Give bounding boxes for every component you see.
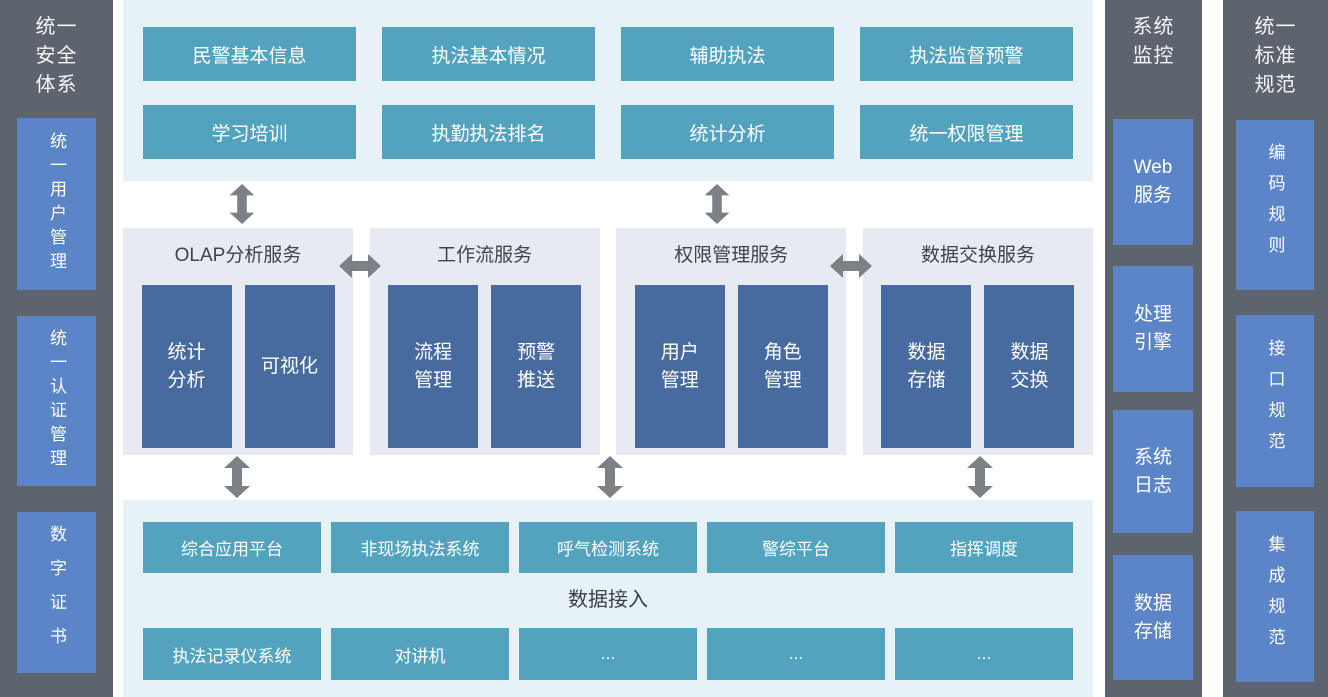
system-monitor-title: 系统 监控 — [1132, 16, 1175, 67]
source-box-police-platform: 警综平台 — [707, 522, 885, 573]
app-box-statistics-analysis: 统计分析 — [621, 105, 834, 159]
service-box-warning-push: 预警 推送 — [491, 285, 582, 448]
app-box-police-basic-info: 民警基本信息 — [143, 27, 356, 81]
app-box-permission-management: 统一权限管理 — [860, 105, 1073, 159]
app-box-supervision-warning: 执法监督预警 — [860, 27, 1073, 81]
app-box-duty-ranking: 执勤执法排名 — [382, 105, 595, 159]
security-sidebar: 统一 安全 体系 统一用户管理 统一认证管理 数字证书 — [0, 0, 113, 697]
security-item-digital-certificate: 数字证书 — [17, 512, 96, 673]
service-panel-title: 权限管理服务 — [674, 245, 789, 266]
security-item-label: 数字证书 — [47, 524, 66, 661]
service-panel-permission: 权限管理服务 用户 管理 角色 管理 — [616, 228, 847, 455]
standard-item-label: 编码规则 — [1265, 143, 1285, 267]
double-arrow-horizontal-icon — [830, 251, 872, 281]
source-box-ellipsis: ... — [707, 628, 885, 680]
double-arrow-horizontal-icon — [339, 251, 381, 281]
app-box-assisted-enforcement: 辅助执法 — [621, 27, 834, 81]
service-panel-title: OLAP分析服务 — [174, 245, 302, 266]
standard-item-interface-spec: 接口规范 — [1236, 315, 1314, 487]
service-box-visualization: 可视化 — [244, 285, 335, 448]
service-panel-boxes: 数据 存储 数据 交换 — [863, 285, 1093, 448]
source-box-ellipsis: ... — [895, 628, 1073, 680]
service-panel-title: 数据交换服务 — [920, 245, 1035, 266]
data-access-layer: 综合应用平台 非现场执法系统 呼气检测系统 警综平台 指挥调度 数据接入 执法记… — [123, 500, 1093, 697]
security-item-auth-management: 统一认证管理 — [17, 316, 96, 486]
service-box-role-management: 角色 管理 — [737, 285, 828, 448]
data-source-row-2: 执法记录仪系统 对讲机 ... ... ... — [143, 628, 1073, 680]
standards-sidebar: 统一 标准 规范 编码规则 接口规范 集成规范 — [1223, 0, 1328, 697]
service-box-process-management: 流程 管理 — [388, 285, 479, 448]
service-panel-boxes: 用户 管理 角色 管理 — [616, 285, 846, 448]
standard-item-label: 接口规范 — [1265, 339, 1285, 463]
application-row-1: 民警基本信息 执法基本情况 辅助执法 执法监督预警 — [143, 27, 1073, 81]
data-access-label: 数据接入 — [568, 589, 648, 611]
security-sidebar-title: 统一 安全 体系 — [35, 16, 78, 96]
monitor-item-processing-engine: 处理 引擎 — [1113, 266, 1193, 392]
service-box-data-exchange: 数据 交换 — [984, 285, 1075, 448]
source-box-ellipsis: ... — [519, 628, 697, 680]
source-box-breath-test: 呼气检测系统 — [519, 522, 697, 573]
app-box-learning-training: 学习培训 — [143, 105, 356, 159]
monitor-item-web-service: Web 服务 — [1113, 119, 1193, 245]
source-box-body-camera: 执法记录仪系统 — [143, 628, 321, 680]
standards-title: 统一 标准 规范 — [1254, 16, 1297, 96]
source-box-walkie-talkie: 对讲机 — [331, 628, 509, 680]
monitor-item-data-storage: 数据 存储 — [1113, 555, 1193, 680]
double-arrow-vertical-icon — [224, 456, 250, 498]
security-item-label: 统一认证管理 — [47, 329, 66, 473]
service-panel-data-exchange: 数据交换服务 数据 存储 数据 交换 — [862, 228, 1093, 455]
application-layer: 民警基本信息 执法基本情况 辅助执法 执法监督预警 学习培训 执勤执法排名 统计… — [123, 0, 1093, 181]
service-box-data-storage: 数据 存储 — [881, 285, 972, 448]
security-item-user-management: 统一用户管理 — [17, 118, 96, 290]
security-item-label: 统一用户管理 — [47, 132, 66, 276]
standard-item-integration-spec: 集成规范 — [1236, 511, 1314, 682]
app-box-enforcement-basic: 执法基本情况 — [382, 27, 595, 81]
source-box-integrated-platform: 综合应用平台 — [143, 522, 321, 573]
service-panel-olap: OLAP分析服务 统计 分析 可视化 — [123, 228, 353, 455]
double-arrow-vertical-icon — [704, 184, 730, 224]
monitor-item-system-log: 系统 日志 — [1113, 410, 1193, 533]
double-arrow-vertical-icon — [597, 456, 623, 498]
services-layer: OLAP分析服务 统计 分析 可视化 工作流服务 流程 管理 预警 推送 权限管… — [123, 228, 1093, 455]
data-source-row-1: 综合应用平台 非现场执法系统 呼气检测系统 警综平台 指挥调度 — [143, 522, 1073, 573]
source-box-command-dispatch: 指挥调度 — [895, 522, 1073, 573]
system-monitor-sidebar: 系统 监控 Web 服务 处理 引擎 系统 日志 数据 存储 — [1105, 0, 1202, 697]
service-box-statistics: 统计 分析 — [141, 285, 232, 448]
double-arrow-vertical-icon — [229, 184, 255, 224]
service-panel-boxes: 流程 管理 预警 推送 — [370, 285, 600, 448]
service-box-user-management: 用户 管理 — [634, 285, 725, 448]
service-panel-boxes: 统计 分析 可视化 — [123, 285, 353, 448]
service-panel-title: 工作流服务 — [437, 245, 533, 266]
application-row-2: 学习培训 执勤执法排名 统计分析 统一权限管理 — [143, 105, 1073, 159]
standard-item-coding-rules: 编码规则 — [1236, 120, 1314, 290]
service-panel-workflow: 工作流服务 流程 管理 预警 推送 — [369, 228, 600, 455]
double-arrow-vertical-icon — [967, 456, 993, 498]
source-box-offsite-enforcement: 非现场执法系统 — [331, 522, 509, 573]
standard-item-label: 集成规范 — [1265, 534, 1285, 659]
